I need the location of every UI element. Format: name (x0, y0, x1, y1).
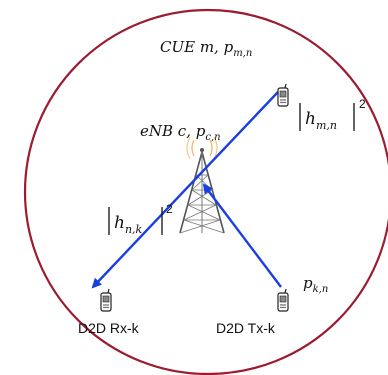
mobile-phone-icon (277, 83, 289, 107)
cue-label: CUE m, pm,n (160, 38, 252, 59)
enb-label: eNB c, pc,n (140, 122, 221, 143)
tx-power-label: pk,n (303, 274, 328, 295)
d2d-rx-label: D2D Rx-k (78, 320, 140, 336)
cue-to-rx-link (91, 91, 279, 289)
svg-text:hn,k: hn,k (114, 213, 143, 236)
mobile-phone-icon (100, 288, 112, 312)
tx-to-enb-link (202, 183, 282, 288)
cell-tower-icon (179, 136, 225, 234)
svg-text:2: 2 (359, 97, 366, 111)
channel-gain-d2d-label: hn,k 2 (108, 202, 173, 236)
d2d-tx-label: D2D Tx-k (216, 320, 276, 336)
cell-boundary (23, 8, 388, 375)
svg-text:hm,n: hm,n (305, 109, 337, 132)
svg-text:2: 2 (166, 202, 173, 216)
mobile-phone-icon (277, 288, 289, 312)
channel-gain-cue-label: hm,n 2 (299, 97, 366, 132)
